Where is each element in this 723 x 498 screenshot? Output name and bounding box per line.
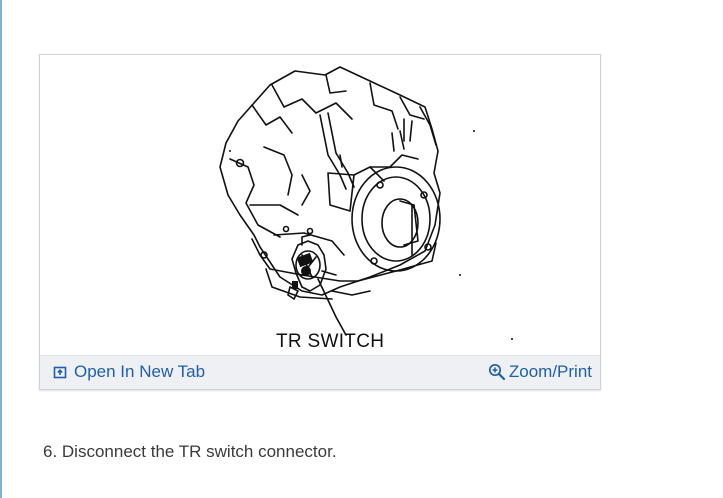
left-border-rule — [0, 0, 2, 498]
diagram-callout-label: TR SWITCH — [276, 331, 385, 352]
open-in-new-tab-button[interactable]: Open In New Tab — [53, 362, 205, 382]
zoom-print-button[interactable]: Zoom/Print — [488, 362, 592, 382]
transmission-diagram — [219, 66, 513, 340]
zoom-print-label: Zoom/Print — [508, 362, 592, 381]
zoom-in-icon — [488, 363, 506, 381]
instruction-step: 6. Disconnect the TR switch connector. — [43, 442, 337, 461]
figure-card: TR SWITCH Open In New Tab Zoom/Print — [39, 54, 601, 390]
open-in-new-tab-label: Open In New Tab — [74, 362, 206, 381]
external-link-icon — [53, 365, 68, 380]
figure-toolbar: Open In New Tab Zoom/Print — [40, 355, 600, 389]
